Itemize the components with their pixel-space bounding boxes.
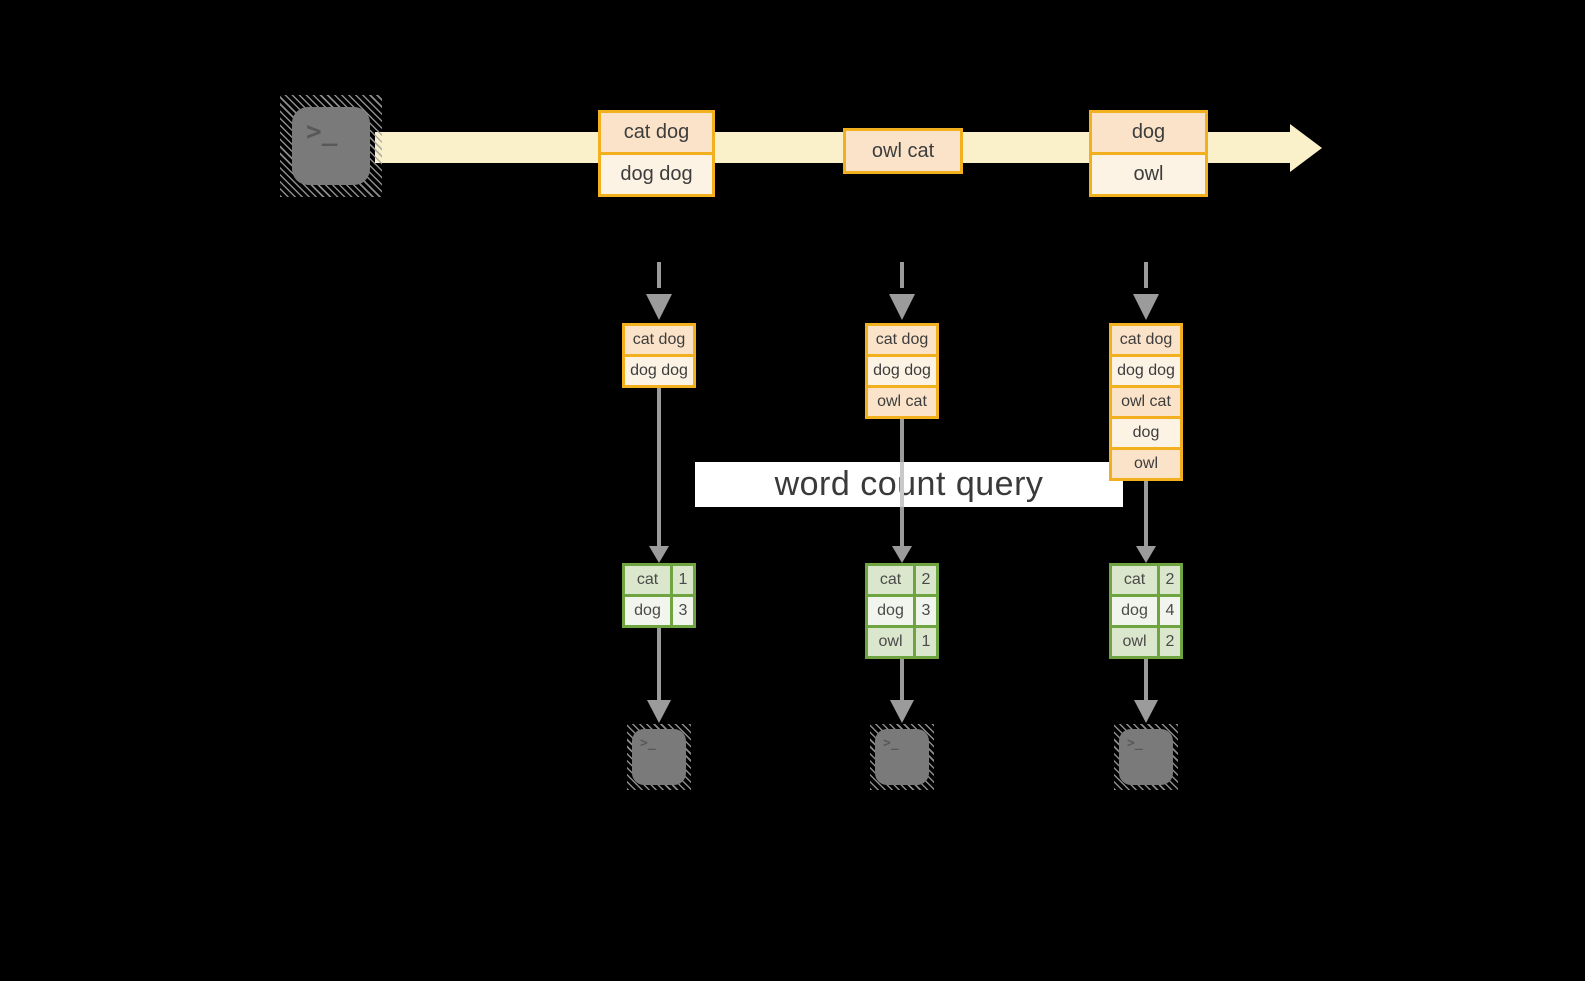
stack-item: dog — [1112, 416, 1180, 447]
dashed-arrow-segment — [1144, 262, 1148, 288]
stack-item: owl cat — [1112, 385, 1180, 416]
stack-item: dog dog — [1112, 354, 1180, 385]
word-cell: cat — [1112, 566, 1160, 594]
query-banner-label: word count query — [774, 465, 1044, 503]
dashed-arrowhead-icon — [1133, 294, 1159, 320]
count-cell: 1 — [678, 571, 688, 588]
sink-terminal-icon: >_ — [627, 724, 691, 790]
sink-arrowhead-icon — [647, 700, 671, 723]
word-cell: owl — [868, 628, 916, 656]
stack-item: owl cat — [868, 385, 936, 416]
stream-record: cat dog — [601, 113, 712, 152]
stack-item: cat dog — [1112, 326, 1180, 354]
count-cell: 2 — [1165, 571, 1175, 588]
count-cell: 2 — [1165, 633, 1175, 650]
table-row: cat 2 — [868, 566, 936, 594]
sink-connector-line — [900, 659, 904, 700]
stack-item: cat dog — [868, 326, 936, 354]
count-cell: 2 — [921, 571, 931, 588]
count-cell: 4 — [1165, 602, 1175, 619]
sink-arrowhead-icon — [1134, 700, 1158, 723]
word-cell: cat — [868, 566, 916, 594]
prompt-symbol: >_ — [883, 736, 899, 751]
query-connector-line — [657, 388, 661, 546]
prompt-symbol: >_ — [640, 736, 656, 751]
word-cell: owl — [1112, 628, 1160, 656]
sink-terminal-icon: >_ — [1114, 724, 1178, 790]
terminal-screen: >_ — [1119, 729, 1173, 785]
stack-item: dog dog — [625, 354, 693, 385]
stream-record: owl cat — [846, 131, 960, 171]
query-connector-line — [1144, 481, 1148, 546]
table-row: cat 2 — [1112, 566, 1180, 594]
prompt-symbol: >_ — [306, 117, 338, 147]
table-row: cat 1 — [625, 566, 693, 594]
terminal-screen: >_ — [875, 729, 929, 785]
count-table: cat 2 dog 4 owl 2 — [1109, 563, 1183, 659]
stack-item: dog dog — [868, 354, 936, 385]
prompt-symbol: >_ — [1127, 736, 1143, 751]
sink-terminal-icon: >_ — [870, 724, 934, 790]
count-table: cat 2 dog 3 owl 1 — [865, 563, 939, 659]
stack-item: cat dog — [625, 326, 693, 354]
word-cell: cat — [625, 566, 673, 594]
dashed-arrowhead-icon — [889, 294, 915, 320]
query-banner: word count query — [695, 462, 1123, 507]
count-cell: 1 — [921, 633, 931, 650]
stream-record: owl — [1092, 152, 1205, 194]
terminal-screen: >_ — [292, 107, 370, 185]
dashed-arrowhead-icon — [646, 294, 672, 320]
word-cell: dog — [1112, 597, 1160, 625]
stream-record: dog — [1092, 113, 1205, 152]
dashed-arrow-segment — [900, 262, 904, 288]
count-cell: 3 — [921, 602, 931, 619]
query-arrowhead-icon — [892, 546, 912, 563]
sink-arrowhead-icon — [890, 700, 914, 723]
sink-connector-line — [657, 628, 661, 700]
query-arrowhead-icon — [649, 546, 669, 563]
dashed-arrow-segment — [657, 262, 661, 288]
stream-record: dog dog — [601, 152, 712, 194]
stream-arrowhead-icon — [1290, 124, 1322, 172]
word-cell: dog — [625, 597, 673, 625]
word-cell: dog — [868, 597, 916, 625]
stream-batch: owl cat — [843, 128, 963, 174]
count-table: cat 1 dog 3 — [622, 563, 696, 628]
table-row: owl 1 — [868, 625, 936, 656]
table-row: dog 4 — [1112, 594, 1180, 625]
query-arrowhead-icon — [1136, 546, 1156, 563]
stack-item: owl — [1112, 447, 1180, 478]
sink-connector-line — [1144, 659, 1148, 700]
source-terminal-icon: >_ — [280, 95, 382, 197]
terminal-screen: >_ — [632, 729, 686, 785]
connector-overlay — [900, 462, 904, 507]
count-cell: 3 — [678, 602, 688, 619]
table-row: owl 2 — [1112, 625, 1180, 656]
table-row: dog 3 — [868, 594, 936, 625]
table-row: dog 3 — [625, 594, 693, 625]
